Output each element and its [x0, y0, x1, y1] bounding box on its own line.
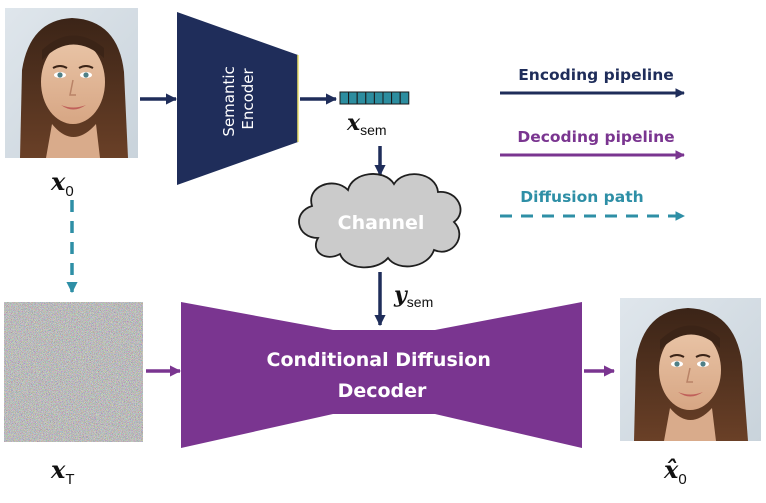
feature-vector-cell: [356, 91, 367, 105]
feature-vector-cell: [348, 91, 358, 105]
conditional-diffusion-decoder-block: Conditional Diffusion Decoder: [181, 302, 582, 448]
semantic-encoder-block: Semantic Encoder: [177, 12, 299, 185]
feature-vector-cell: [373, 91, 384, 105]
feature-vector-cell: [399, 91, 410, 105]
noise-image: [4, 302, 143, 442]
feature-vector-cell: [365, 91, 375, 105]
semantic-feature-vector: [339, 91, 410, 105]
output-face-image: [620, 298, 761, 441]
x0hat-label: x̂0: [663, 455, 687, 488]
legend-encoding-label: Encoding pipeline: [518, 66, 674, 84]
decoder-label-line1: Conditional Diffusion: [267, 349, 491, 371]
legend-decoding-label: Decoding pipeline: [517, 128, 674, 146]
encoder-label-line1: Semantic: [220, 66, 238, 136]
channel-cloud: Channel: [298, 173, 462, 269]
xsem-label: xsem: [346, 110, 387, 138]
channel-label: Channel: [338, 212, 425, 234]
svg-text:Semantic Encoder: Semantic Encoder: [220, 61, 257, 136]
legend-diffusion-label: Diffusion path: [520, 188, 643, 206]
encoder-label-line2: Encoder: [239, 68, 257, 130]
svg-text:Conditional Diffusion De: Conditional Diffusion Decoder: [267, 349, 498, 402]
feature-vector-cell: [391, 91, 401, 105]
feature-vector-cell: [382, 91, 393, 105]
ysem-label: ysem: [393, 282, 433, 310]
feature-vector-cell: [339, 91, 350, 105]
decoder-label-line2: Decoder: [338, 380, 427, 402]
xT-label: xT: [50, 455, 74, 488]
x0-label: x0: [50, 167, 74, 200]
input-face-image: [5, 8, 138, 158]
legend: Encoding pipeline Decoding pipeline Diff…: [500, 66, 685, 221]
